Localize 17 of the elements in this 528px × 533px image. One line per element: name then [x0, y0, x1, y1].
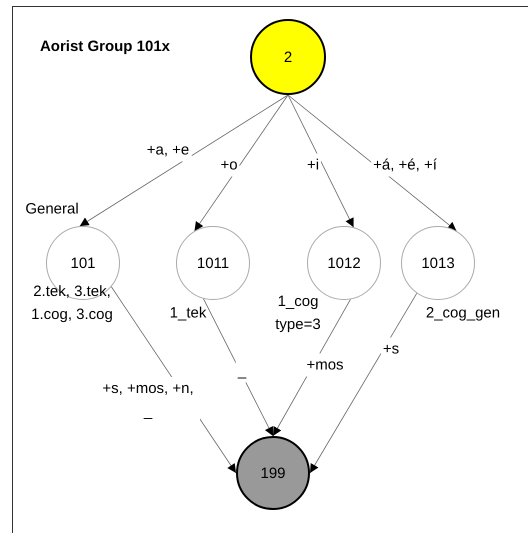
node-note: 2_cog_gen — [424, 304, 502, 324]
node-note: General — [24, 200, 80, 220]
state-circle: 1011 — [176, 226, 250, 300]
edge-label: _ — [236, 360, 248, 382]
diagram-title: Aorist Group 101x — [38, 37, 172, 57]
node-note: 1_tek — [168, 304, 208, 324]
state-circle: 1013 — [401, 226, 475, 300]
arrow — [203, 298, 274, 436]
start-state-circle: 2 — [250, 19, 326, 95]
arrow — [288, 94, 457, 232]
arrow — [79, 94, 288, 227]
node-note: 2.tek, 3.tek, 1.cog, 3.cog — [30, 282, 114, 325]
arrow — [288, 94, 354, 228]
edge-label: +mos — [304, 354, 346, 376]
end-state-circle: 199 — [236, 436, 310, 510]
arrow — [310, 292, 418, 474]
arrow — [194, 94, 288, 232]
